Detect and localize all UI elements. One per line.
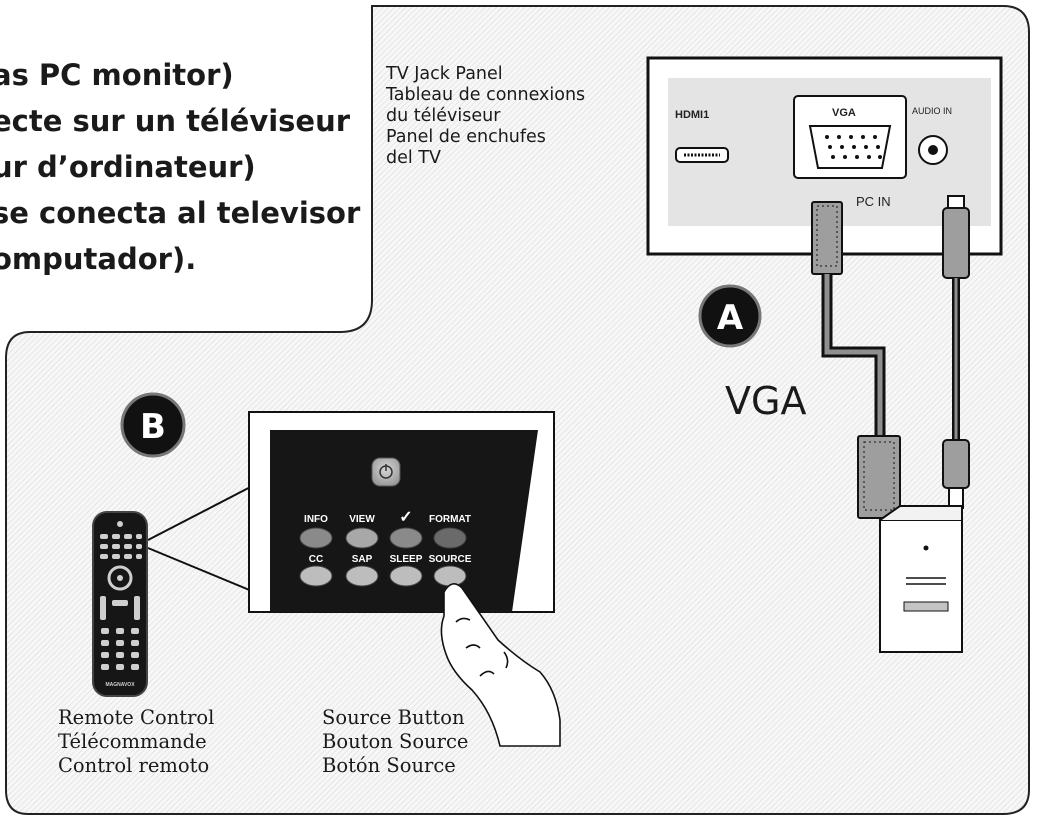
source-label: SOURCE bbox=[429, 554, 472, 565]
heading-line-2: ecte sur un téléviseur bbox=[0, 104, 351, 138]
source-caption-line-2: Bouton Source bbox=[322, 730, 469, 753]
source-caption-line-1: Source Button bbox=[322, 706, 465, 729]
pc-in-label: PC IN bbox=[856, 194, 891, 209]
sap-label: SAP bbox=[352, 554, 373, 565]
source-caption: Source Button Bouton Source Botón Source bbox=[322, 706, 468, 778]
heading-line-1: as PC monitor) bbox=[0, 58, 234, 92]
callout-b-label: B bbox=[140, 407, 166, 447]
remote-caption-line-2: Télécommande bbox=[58, 730, 207, 753]
callout-a: A bbox=[698, 284, 762, 348]
source-caption-line-3: Botón Source bbox=[322, 754, 456, 777]
heading-line-5: omputador). bbox=[0, 242, 197, 276]
remote-caption-line-3: Control remoto bbox=[58, 754, 210, 777]
source-button bbox=[433, 565, 467, 587]
tv-jack-panel-label: TV Jack Panel Tableau de connexions du t… bbox=[386, 64, 585, 169]
pc-tower bbox=[879, 505, 963, 653]
tv-panel-label-line-5: del TV bbox=[386, 148, 441, 168]
audio-in-label: AUDIO IN bbox=[912, 106, 952, 116]
check-button bbox=[389, 527, 423, 549]
remote-caption-line-1: Remote Control bbox=[58, 706, 215, 729]
sleep-label: SLEEP bbox=[390, 554, 423, 565]
callout-b: B bbox=[120, 392, 186, 458]
cc-label: CC bbox=[309, 554, 323, 565]
callout-a-label: A bbox=[717, 298, 744, 338]
format-button bbox=[433, 527, 467, 549]
view-label: VIEW bbox=[349, 514, 375, 525]
tv-panel-label-line-4: Panel de enchufes bbox=[386, 127, 546, 147]
hdmi-label: HDMI1 bbox=[675, 109, 709, 121]
info-label: INFO bbox=[304, 514, 328, 525]
vga-port-label: VGA bbox=[832, 107, 856, 119]
remote-brand: MAGNAVOX bbox=[105, 682, 135, 688]
check-label: ✓ bbox=[399, 509, 412, 526]
sap-button bbox=[345, 565, 379, 587]
audio-cable bbox=[942, 195, 970, 509]
heading-line-3: ur d’ordinateur) bbox=[0, 150, 256, 184]
vga-cable-label: VGA bbox=[725, 379, 806, 423]
vga-port-pins bbox=[825, 135, 882, 159]
sleep-button bbox=[389, 565, 423, 587]
tv-panel-label-line-2: Tableau de connexions bbox=[386, 85, 586, 105]
format-label: FORMAT bbox=[429, 514, 471, 525]
remote-caption: Remote Control Télécommande Control remo… bbox=[58, 706, 214, 778]
tv-panel-label-line-3: du téléviseur bbox=[386, 106, 501, 126]
tv-panel-label-line-1: TV Jack Panel bbox=[386, 64, 503, 84]
cc-button bbox=[299, 565, 333, 587]
remote-control-illustration: MAGNAVOX bbox=[92, 511, 148, 697]
vga-cable bbox=[811, 201, 901, 519]
remote-zoom-panel: INFO VIEW ✓ FORMAT CC SAP SLEEP SOURCE bbox=[248, 411, 555, 613]
hand-illustration bbox=[440, 583, 561, 747]
info-button bbox=[299, 527, 333, 549]
heading-line-4: se conecta al televisor bbox=[0, 196, 361, 230]
view-button bbox=[345, 527, 379, 549]
